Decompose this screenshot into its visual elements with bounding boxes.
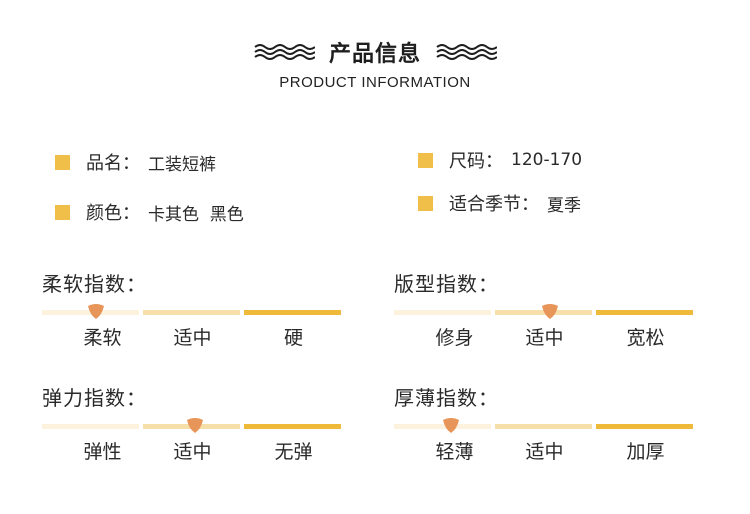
info-item-color: 颜色： 卡其色 黑色	[55, 199, 244, 225]
track-segment-high	[244, 424, 341, 429]
scale-title: 厚薄指数：	[394, 386, 499, 410]
bullet-square-icon	[55, 204, 70, 220]
info-value: 工装短裤	[148, 154, 216, 175]
scale-track	[42, 418, 342, 433]
info-label: 颜色：	[86, 203, 140, 224]
scale-labels: 柔软 适中 硬	[42, 323, 342, 353]
wave-decoration-left-icon	[254, 44, 315, 60]
track-segment-high	[244, 310, 341, 315]
scale-title: 柔软指数：	[42, 272, 147, 296]
scale-option-low: 修身	[435, 327, 474, 349]
info-label: 尺码：	[449, 151, 503, 172]
scale-option-high: 硬	[283, 327, 303, 349]
track-segment-low	[394, 424, 491, 429]
scale-labels: 轻薄 适中 加厚	[394, 437, 694, 467]
section-header: 产品信息 PRODUCT INFORMATION	[0, 36, 750, 91]
info-value: 夏季	[547, 195, 581, 216]
scale-option-mid: 适中	[173, 441, 212, 463]
info-item-size: 尺码： 120-170	[418, 147, 582, 173]
track-segment-high	[596, 310, 693, 315]
scale-option-mid: 适中	[525, 441, 564, 463]
track-segment-low	[394, 310, 491, 315]
scale-fit: 版型指数： 修身 适中 宽松	[394, 270, 694, 353]
info-label: 品名：	[86, 153, 140, 174]
level-marker-icon	[542, 304, 558, 319]
scale-title: 版型指数：	[394, 272, 499, 296]
scale-title: 弹力指数：	[42, 386, 147, 410]
track-segment-low	[42, 424, 139, 429]
scale-option-high: 宽松	[626, 327, 665, 349]
bullet-square-icon	[55, 154, 70, 170]
info-item-name: 品名： 工装短裤	[55, 149, 216, 175]
level-marker-icon	[88, 304, 104, 319]
scale-option-mid: 适中	[525, 327, 564, 349]
scale-option-low: 柔软	[83, 327, 122, 349]
page-subtitle: PRODUCT INFORMATION	[279, 74, 471, 91]
level-marker-icon	[187, 418, 203, 433]
scale-option-mid: 适中	[173, 327, 212, 349]
title-row: 产品信息	[0, 36, 750, 68]
info-item-season: 适合季节： 夏季	[418, 190, 581, 216]
track-segment-high	[596, 424, 693, 429]
bullet-square-icon	[418, 152, 433, 168]
scale-softness: 柔软指数： 柔软 适中 硬	[42, 270, 342, 353]
track-segment-mid	[143, 310, 240, 315]
track-segment-mid	[495, 310, 592, 315]
bullet-square-icon	[418, 195, 433, 211]
scale-track	[394, 418, 694, 433]
scale-track	[42, 304, 342, 319]
scale-option-low: 弹性	[83, 441, 122, 463]
page-title: 产品信息	[328, 42, 421, 67]
info-label: 适合季节：	[449, 194, 539, 215]
scale-option-high: 加厚	[626, 441, 665, 463]
scale-thickness: 厚薄指数： 轻薄 适中 加厚	[394, 384, 694, 467]
level-marker-icon	[443, 418, 459, 433]
scale-labels: 弹性 适中 无弹	[42, 437, 342, 467]
scale-elasticity: 弹力指数： 弹性 适中 无弹	[42, 384, 342, 467]
scale-track	[394, 304, 694, 319]
wave-decoration-right-icon	[436, 44, 497, 60]
scale-labels: 修身 适中 宽松	[394, 323, 694, 353]
track-segment-mid	[495, 424, 592, 429]
info-value: 120-170	[511, 150, 583, 170]
scale-option-high: 无弹	[274, 441, 313, 463]
scale-option-low: 轻薄	[435, 441, 474, 463]
info-value: 卡其色 黑色	[148, 204, 244, 225]
